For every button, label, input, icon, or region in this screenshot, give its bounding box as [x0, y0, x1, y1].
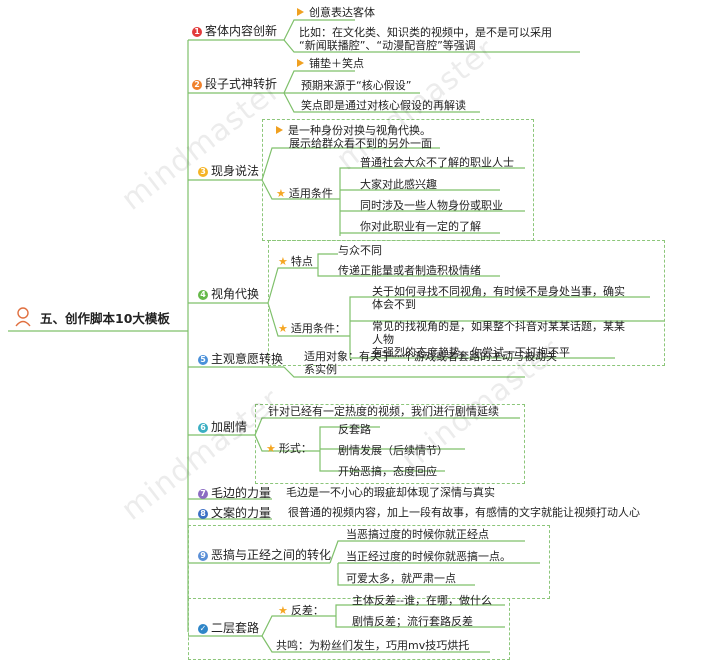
branch-label: 现身说法	[211, 164, 260, 178]
branch-3-condition[interactable]: ★适用条件	[276, 187, 333, 200]
frame-branch-6	[255, 404, 525, 484]
number-badge-icon: 7	[198, 489, 208, 499]
number-badge-icon: 3	[198, 167, 208, 177]
star-icon: ★	[276, 187, 286, 200]
number-badge-icon: 2	[192, 80, 202, 90]
branch-10-node[interactable]: ✓二层套路	[198, 621, 259, 635]
branch-label: 视角代换	[211, 287, 260, 301]
branch-3-cond-1[interactable]: 普通社会大众不了解的职业人士	[360, 156, 514, 169]
branch-4-feature-2[interactable]: 传递正能量或者制造积极情绪	[338, 264, 481, 277]
number-badge-icon: 9	[198, 551, 208, 561]
branch-4-cond-1[interactable]: 关于如何寻找不同视角，有时候不是身处当事，确实	[372, 285, 625, 298]
person-icon	[15, 307, 31, 327]
branch-3-item-2[interactable]: 展示给群众看不到的另外一面	[289, 137, 432, 150]
branch-4-cond-2b[interactable]: 人物	[372, 333, 394, 346]
root-title: 五、创作脚本10大模板	[40, 310, 170, 326]
branch-6-form-3[interactable]: 开始恶搞，态度回应	[338, 465, 437, 478]
root-node[interactable]: 五、创作脚本10大模板	[14, 302, 170, 332]
branch-3-cond-2[interactable]: 大家对此感兴趣	[360, 178, 437, 191]
branch-label: 加剧情	[211, 420, 248, 434]
branch-label: 文案的力量	[211, 506, 272, 520]
branch-4-feature-1[interactable]: 与众不同	[338, 244, 382, 257]
branch-label: 恶搞与正经之间的转化	[211, 548, 332, 562]
frame-branch-10	[188, 598, 510, 660]
branch-6-form-2[interactable]: 剧情发展（后续情节）	[338, 444, 448, 457]
flag-icon	[276, 126, 283, 134]
branch-4-cond-1b[interactable]: 体会不到	[372, 298, 416, 311]
branch-3-cond-4[interactable]: 你对此职业有一定的了解	[360, 220, 481, 233]
branch-9-item-3[interactable]: 可爱太多，就严肃一点	[346, 572, 456, 585]
branch-2-item-2[interactable]: 预期来源于“核心假设”	[301, 79, 412, 92]
branch-10-contrast[interactable]: ★反差：	[278, 604, 324, 617]
star-icon: ★	[278, 322, 288, 335]
branch-2-item-3[interactable]: 笑点即是通过对核心假设的再解读	[301, 99, 466, 112]
star-icon: ★	[266, 442, 276, 455]
branch-8-item-1[interactable]: 很普通的视频内容，加上一段有故事，有感情的文字就能让视频打动人心	[288, 506, 640, 519]
branch-label: 段子式神转折	[205, 77, 278, 91]
branch-label: 二层套路	[211, 621, 260, 635]
branch-2-item-1[interactable]: 铺垫＋笑点	[297, 57, 364, 70]
number-badge-icon: 8	[198, 509, 208, 519]
branch-1-item-3[interactable]: “新闻联播腔”、“动漫配音腔”等强调	[299, 39, 476, 52]
branch-6-form[interactable]: ★形式：	[266, 442, 312, 455]
branch-7-item-1[interactable]: 毛边是一不小心的瑕疵却体现了深情与真实	[286, 486, 495, 499]
check-icon: ✓	[198, 624, 208, 634]
star-icon: ★	[278, 604, 288, 617]
branch-4-cond-2[interactable]: 常见的找视角的是，如果整个抖音对某某话题，某某	[372, 320, 625, 333]
branch-6-form-1[interactable]: 反套路	[338, 423, 371, 436]
branch-5-item-1[interactable]: 适用对象：有关于一个游戏或者套路的主动与被动关	[304, 350, 557, 363]
branch-label: 客体内容创新	[205, 24, 278, 38]
branch-3-item-1[interactable]: 是一种身份对换与视角代换。	[276, 124, 431, 137]
branch-4-cond-3[interactable]: 有强烈的态度趋势，你尝试一下打抱不平	[372, 346, 570, 359]
flag-icon	[297, 59, 304, 67]
branch-5-item-1b[interactable]: 系实例	[304, 363, 337, 376]
branch-10-contrast-2[interactable]: 剧情反差；流行套路反差	[352, 615, 473, 628]
branch-9-item-1[interactable]: 当恶搞过度的时候你就正经点	[346, 528, 489, 541]
star-icon: ★	[278, 255, 288, 268]
frame-branch-4	[268, 240, 665, 366]
branch-label: 毛边的力量	[211, 486, 272, 500]
number-badge-icon: 6	[198, 423, 208, 433]
number-badge-icon: 4	[198, 290, 208, 300]
branch-6-item-1[interactable]: 针对已经有一定热度的视频，我们进行剧情延续	[268, 405, 499, 418]
branch-1-item-2[interactable]: 比如：在文化类、知识类的视频中，是不是可以采用	[299, 26, 552, 39]
branch-1-item-1[interactable]: 创意表达客体	[297, 6, 375, 19]
branch-10-resonance[interactable]: 共鸣：为粉丝们发生，巧用mv技巧烘托	[276, 639, 470, 652]
flag-icon	[297, 8, 304, 16]
branch-10-contrast-1[interactable]: 主体反差--谁，在哪，做什么	[352, 594, 492, 607]
number-badge-icon: 1	[192, 27, 202, 37]
number-badge-icon: 5	[198, 355, 208, 365]
branch-3-cond-3[interactable]: 同时涉及一些人物身份或职业	[360, 199, 503, 212]
branch-4-feature[interactable]: ★特点	[278, 255, 313, 268]
branch-label: 主观意愿转换	[211, 352, 284, 366]
branch-9-item-2[interactable]: 当正经过度的时候你就恶搞一点。	[346, 550, 511, 563]
branch-4-condition[interactable]: ★适用条件：	[278, 322, 346, 335]
